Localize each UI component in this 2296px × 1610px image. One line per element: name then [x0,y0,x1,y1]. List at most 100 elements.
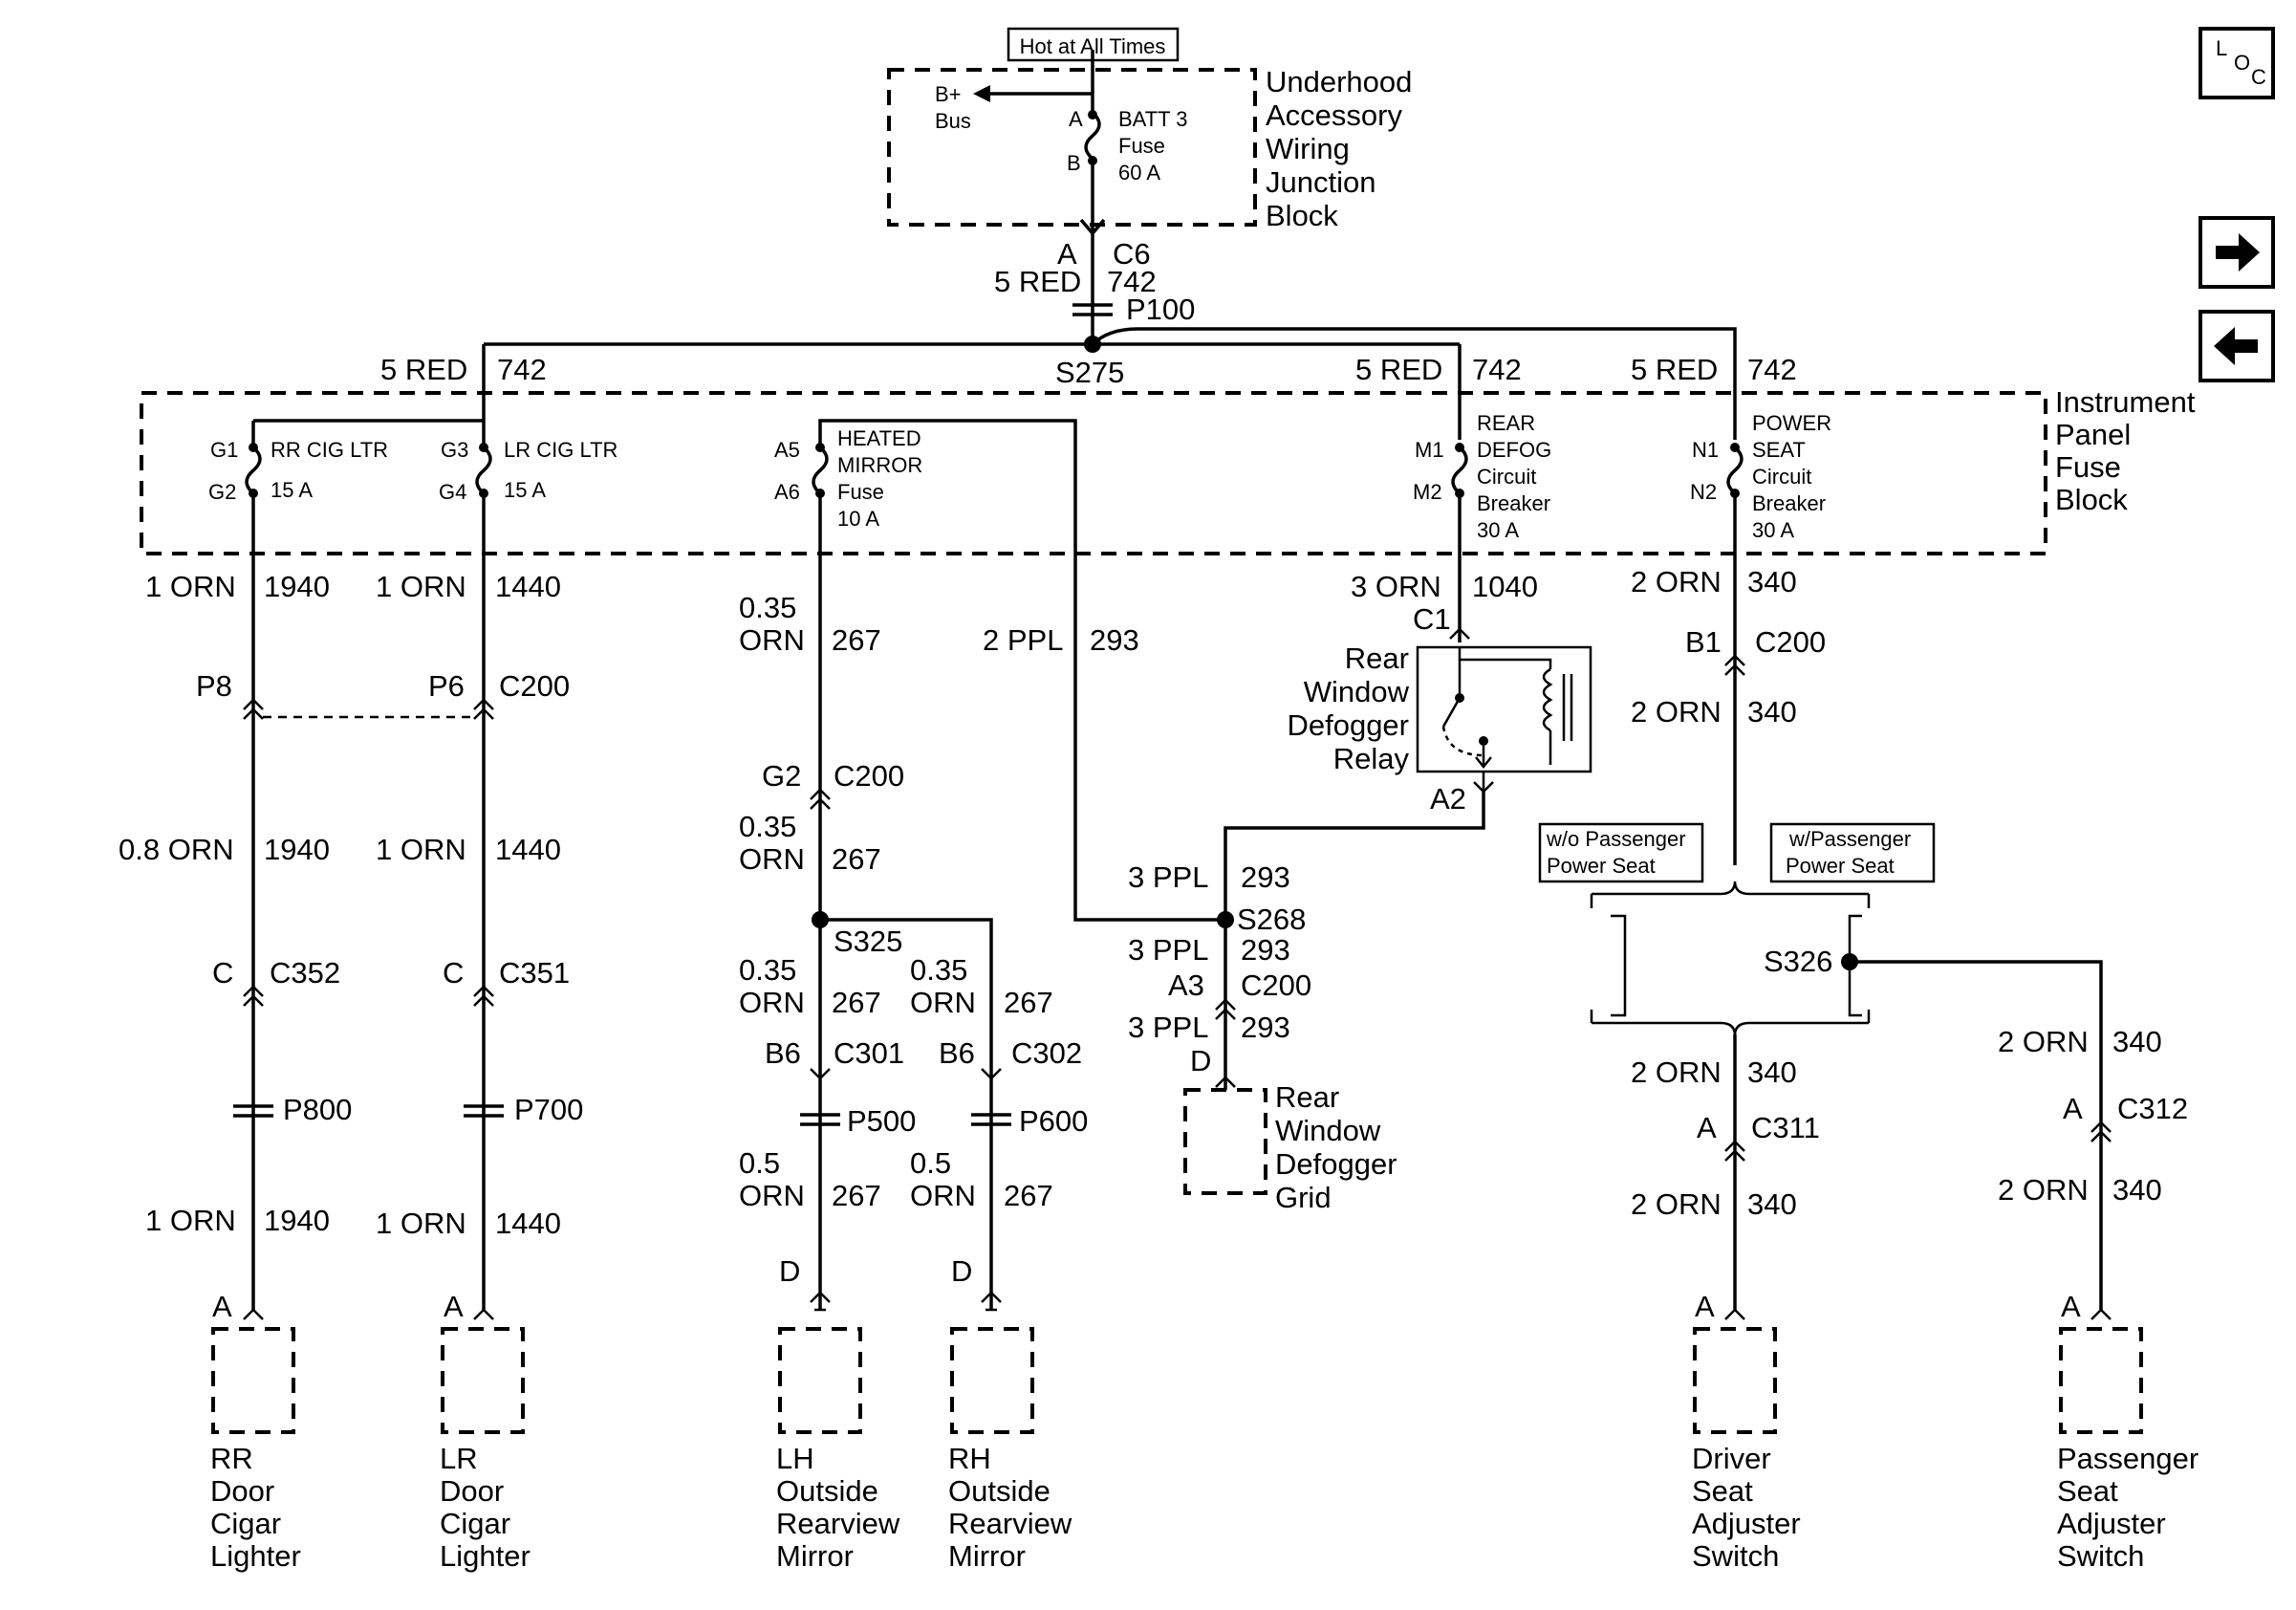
relay-internals [1441,647,1573,770]
seat-cb-pin-n2: N2 [1690,480,1717,504]
driver-wire-1-color: 2 ORN [1631,1055,1722,1089]
defog-cb-pin-m1: M1 [1415,438,1444,462]
lh-outside-rearview-mirror-device [778,1327,862,1434]
p6-label: P6 [428,669,465,703]
rr-device-label: RR Door Cigar Lighter [210,1442,301,1573]
svg-text:RR: RR [210,1442,253,1475]
svg-text:Defogger: Defogger [1275,1147,1397,1181]
relay-wire-color: 3 ORN [1351,570,1441,603]
svg-text:Defogger: Defogger [1287,708,1409,742]
lh-device-label: LH Outside Rearview Mirror [776,1442,900,1573]
svg-text:Circuit: Circuit [1752,465,1811,489]
svg-text:Door: Door [440,1474,504,1508]
svg-text:Block: Block [2055,483,2128,516]
pass-wire-2-circuit: 340 [2112,1173,2162,1207]
svg-text:Adjuster: Adjuster [1692,1507,1801,1540]
loc-button[interactable]: L O C [2199,27,2275,99]
svg-text:LH: LH [776,1442,814,1475]
c6-pin: A [1057,237,1077,271]
c311-pin: A [1697,1111,1717,1144]
prev-page-button[interactable] [2199,310,2275,382]
rr-wire-1-color: 1 ORN [145,570,236,603]
c312-connector-symbol [2090,1120,2112,1142]
c351-connector-symbol [473,985,494,1007]
c302-label: C302 [1011,1036,1082,1070]
svg-text:HEATED: HEATED [837,426,921,450]
p700-splice-pack-symbol [464,1104,504,1118]
rr-wire-3-circuit: 1940 [264,1204,330,1237]
seat-wire-2-circuit: 340 [1747,695,1797,729]
relay-wire-circuit: 1040 [1472,570,1538,603]
mirror-fuse-pin-a6: A6 [774,480,800,504]
p100-label: P100 [1126,293,1195,326]
rh-mirror-wire [820,918,993,1310]
rr-wire-3-color: 1 ORN [145,1204,236,1237]
defog-c200-connector-symbol [1215,998,1236,1020]
defog-c200-label: C200 [1241,968,1311,1002]
p8-connector-symbol [243,698,264,720]
svg-text:Switch: Switch [2057,1539,2144,1573]
rr-device-pin: A [212,1290,232,1323]
lr-device-label: LR Door Cigar Lighter [440,1442,531,1573]
rh-wire-2-color: ORN [910,1179,976,1212]
mirror-c200-pin: G2 [762,759,801,793]
svg-text:Seat: Seat [1692,1474,1753,1508]
rr-door-cigar-lighter-device [211,1327,295,1434]
branch-left-circuit: 742 [497,353,547,386]
branch-seat-wire-color: 5 RED [1631,353,1718,386]
lr-cig-ltr-fuse [475,443,492,498]
svg-text:Fuse: Fuse [837,480,884,504]
rh-outside-rearview-mirror-device [950,1327,1034,1434]
ppl-293-wire [1073,612,1225,922]
svg-text:Outside: Outside [776,1474,878,1508]
ppl-wire-2-color: 3 PPL [1128,860,1208,894]
svg-text:C: C [2251,65,2266,89]
rr-fuse-amps: 15 A [271,478,313,502]
defogger-grid-label: Rear Window Defogger Grid [1275,1080,1397,1214]
pass-wire-2-color: 2 ORN [1998,1173,2089,1207]
lh-wire-2-circuit: 267 [832,1179,881,1212]
c351-pin: C [443,956,464,990]
svg-text:O: O [2234,51,2250,75]
driver-wire-1-circuit: 340 [1747,1055,1797,1089]
p800-label: P800 [283,1093,352,1126]
svg-text:Accessory: Accessory [1266,98,1402,132]
ppl-wire-1-color: 2 PPL [983,623,1063,657]
feed-circuit-number: 742 [1107,265,1157,298]
c352-connector-symbol [243,985,264,1007]
rr-cig-ltr-fuse [245,443,262,498]
seat-c200-label: C200 [1755,625,1826,659]
svg-text:Wiring: Wiring [1266,132,1350,165]
c312-label: C312 [2117,1092,2188,1125]
rr-wire-2-color: 0.8 ORN [119,833,234,866]
arrow-right-icon [2216,233,2260,272]
svg-text:Relay: Relay [1333,742,1410,775]
rr-fuse-pin-g2: G2 [208,480,236,504]
ppl-wire-4-color: 3 PPL [1128,1011,1208,1044]
batt3-fuse-symbol [1084,111,1101,161]
p800-splice-pack-symbol [233,1104,273,1118]
rr-wire-2-circuit: 1940 [264,833,330,866]
seat-c200-connector-symbol [1724,654,1745,676]
rh-device-label: RH Outside Rearview Mirror [948,1442,1072,1573]
mirror-wire-2-color: ORN [739,842,805,876]
svg-text:SEAT: SEAT [1752,438,1806,462]
bplus-arrow [973,85,990,102]
lr-device-pin: A [444,1290,464,1323]
relay-label: Rear Window Defogger Relay [1287,642,1409,775]
lr-wire-3-color: 1 ORN [376,1207,466,1240]
rh-wire-color: ORN [910,986,976,1019]
arrow-left-icon [2214,327,2258,365]
svg-text:60 A: 60 A [1118,161,1160,185]
c302-connector-symbol [981,1068,1002,1080]
svg-text:Mirror: Mirror [776,1539,854,1573]
c311-connector-symbol [1724,1140,1745,1162]
svg-text:Cigar: Cigar [440,1507,510,1540]
svg-text:POWER: POWER [1752,411,1831,435]
defog-cb-pin-m2: M2 [1413,480,1442,504]
p700-label: P700 [514,1093,583,1126]
mirror-wire-1-color: ORN [739,623,805,657]
next-page-button[interactable] [2199,216,2275,289]
svg-text:Outside: Outside [948,1474,1051,1508]
svg-text:Lighter: Lighter [440,1539,531,1573]
